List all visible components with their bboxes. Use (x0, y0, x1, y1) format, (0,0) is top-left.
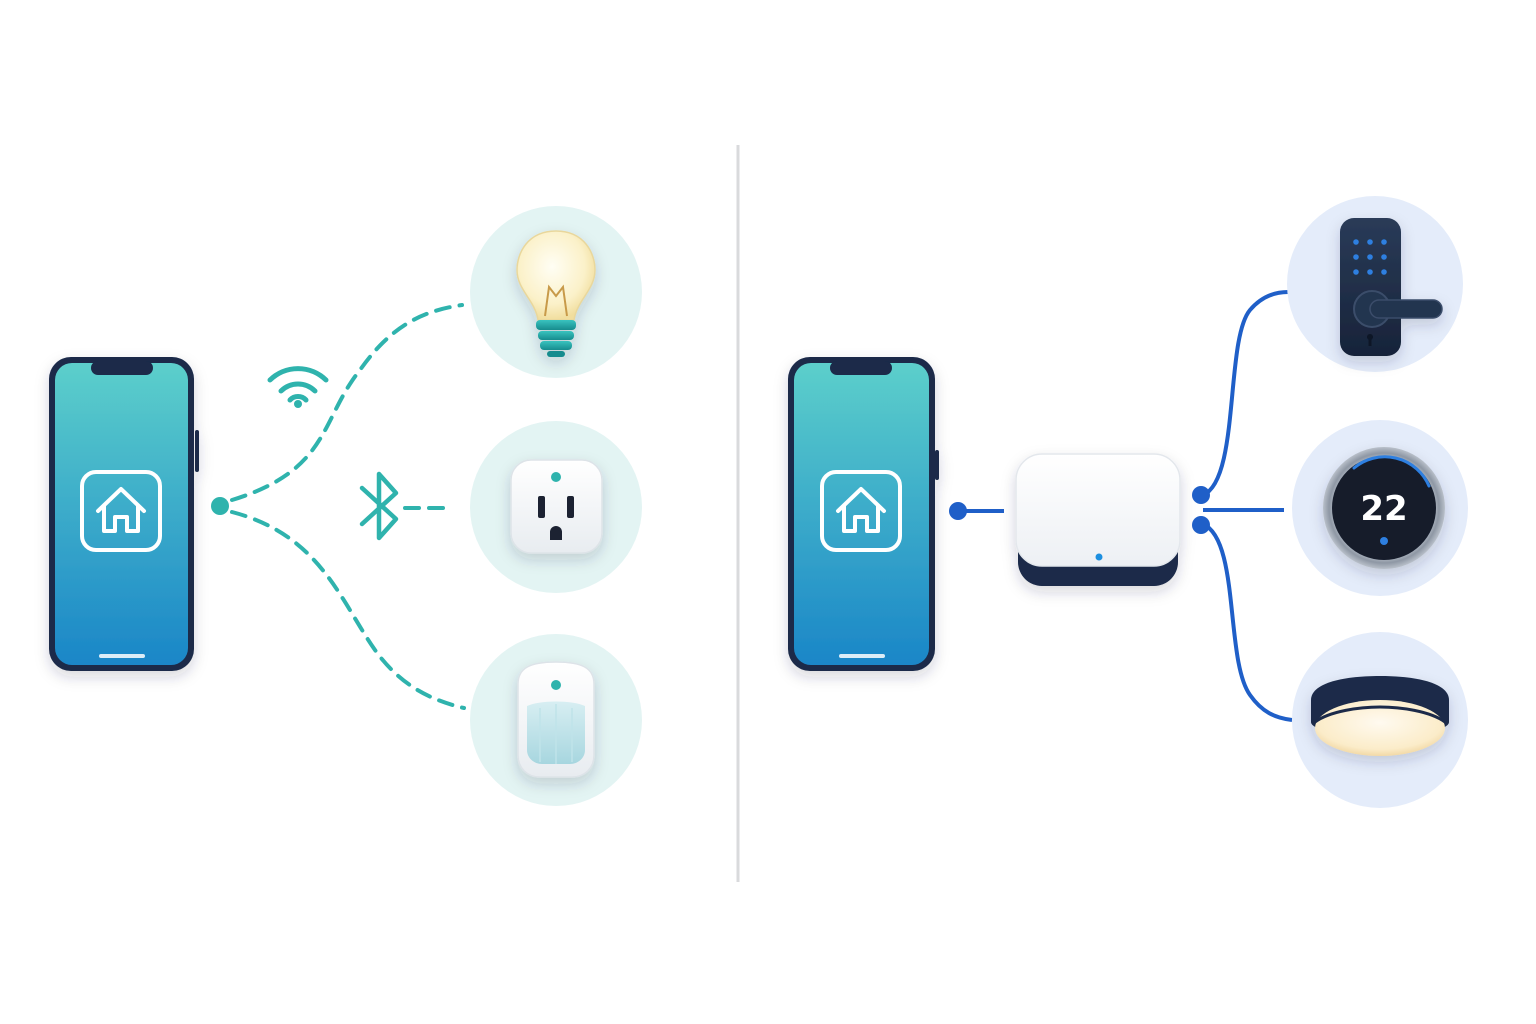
light-bulb-icon (516, 230, 596, 357)
phone-left (49, 357, 199, 671)
thermostat-temperature: 22 (1360, 489, 1407, 529)
home-icon (80, 470, 162, 552)
smart-plug-icon (510, 459, 603, 554)
ceiling-light-device (1292, 632, 1468, 808)
smart-hub-icon (1015, 453, 1181, 586)
link-to-ceiling-light (1201, 522, 1293, 722)
wifi-icon (267, 366, 329, 408)
link-to-lock (1201, 290, 1289, 497)
ceiling-light-icon (1311, 676, 1449, 756)
motion-sensor-device (470, 634, 642, 806)
phone-hub-link (949, 502, 1004, 520)
smart-plug-device (470, 421, 642, 593)
smart-lock-device (1287, 196, 1463, 372)
home-icon (820, 470, 902, 552)
left-panel (49, 206, 642, 806)
light-bulb-device (470, 206, 642, 378)
link-to-sensor (230, 510, 466, 710)
bluetooth-icon (359, 471, 399, 541)
smart-lock-icon (1340, 218, 1443, 356)
thermostat-device: 22 (1292, 420, 1468, 596)
link-node-left (211, 497, 229, 515)
phone-right (788, 357, 939, 671)
right-panel: 22 (788, 196, 1468, 808)
motion-sensor-icon (517, 661, 595, 778)
direct-links (230, 303, 466, 710)
thermostat-icon: 22 (1323, 447, 1445, 569)
link-to-bulb (230, 303, 464, 502)
hub-links (1192, 290, 1293, 722)
